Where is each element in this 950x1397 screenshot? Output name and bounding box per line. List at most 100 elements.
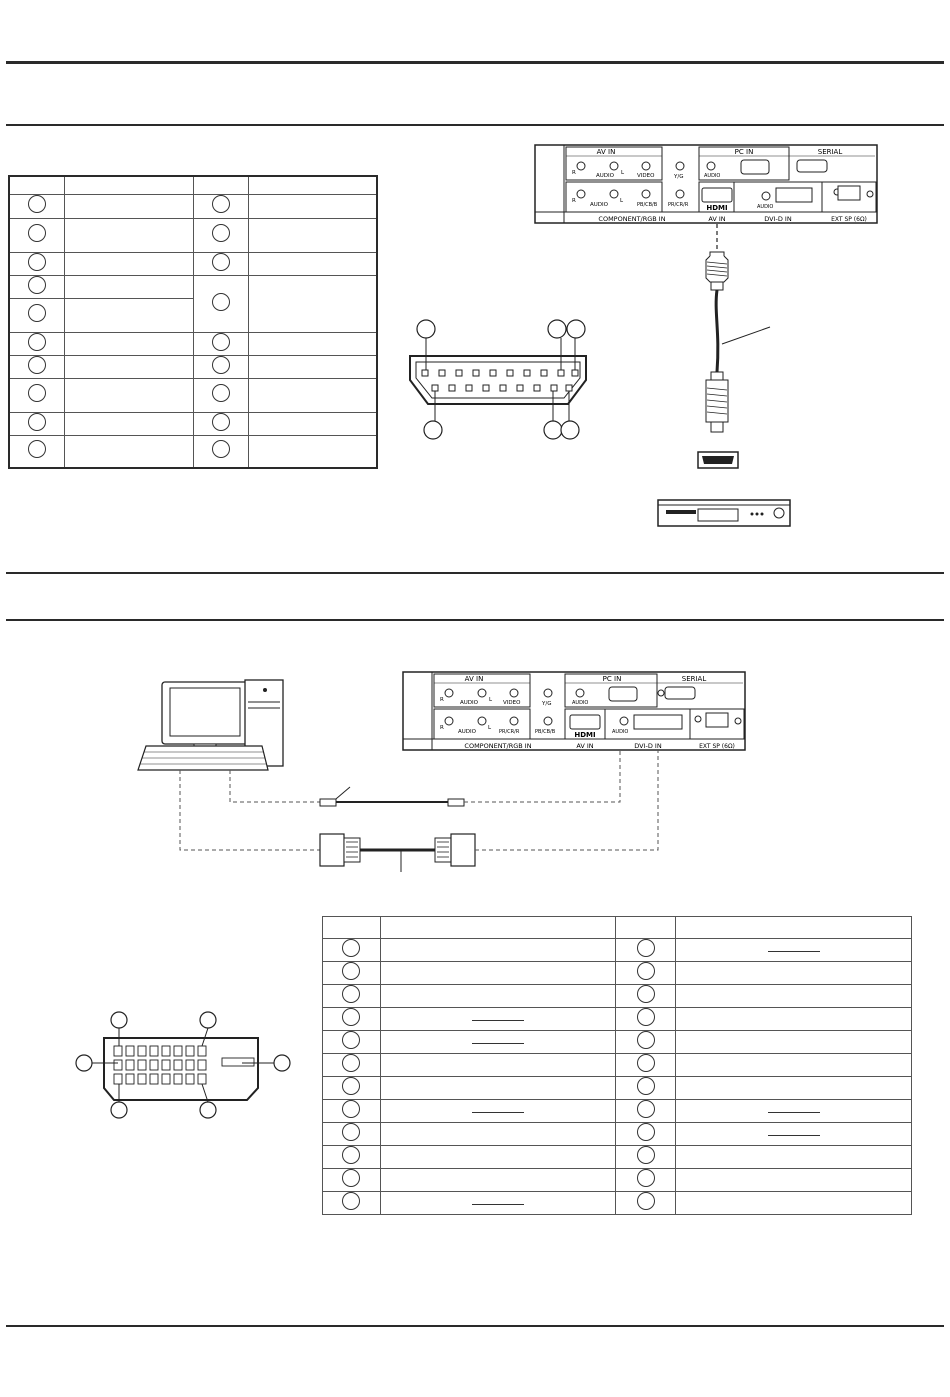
pin-number-circle — [28, 195, 47, 213]
group-label: PC IN — [603, 675, 622, 683]
dvi-table-header — [322, 916, 381, 939]
pin-number-circle — [212, 355, 231, 374]
pin-number-circle — [342, 1169, 361, 1187]
panel-bottom-label: DVI-D IN — [634, 742, 662, 750]
pin-number-circle — [636, 1031, 655, 1049]
pin-number-circle — [636, 1008, 655, 1026]
pin-number-circle — [28, 275, 47, 294]
section2-rule — [6, 619, 944, 621]
hdmi-pin-table — [8, 175, 378, 469]
pin-number-circle — [342, 1077, 361, 1095]
connector-label: R — [440, 725, 444, 731]
overline-mark — [767, 1111, 820, 1113]
overline-mark — [767, 1134, 820, 1136]
pin-number-circle — [28, 412, 47, 431]
panel-bottom-label: EXT SP (6Ω) — [831, 216, 867, 223]
pin-number-circle — [212, 384, 231, 402]
connector-label: AUDIO — [704, 173, 720, 179]
pin-number-circle — [212, 412, 231, 431]
connector-label: L — [620, 198, 624, 204]
connector-label: AUDIO — [757, 204, 773, 210]
group-label: SERIAL — [818, 148, 843, 156]
pin-number-circle — [342, 1100, 361, 1118]
pin-number-circle — [636, 1123, 655, 1141]
connector-label: AUDIO — [612, 729, 628, 735]
connector-label: PB/CB/B — [535, 729, 556, 735]
dvi-connector-pinout — [75, 1011, 291, 1119]
pin-number-circle — [342, 1192, 361, 1210]
panel-bottom-label: DVI-D IN — [764, 215, 792, 223]
overline-mark — [767, 950, 820, 952]
pin-number-circle — [28, 384, 47, 402]
connector-label: PR/CR/R — [499, 729, 520, 735]
connector-label: AUDIO — [590, 202, 609, 208]
pin-number-circle — [28, 224, 47, 242]
dvi-pin-table — [322, 916, 912, 1215]
connector-label: R — [572, 170, 576, 176]
pin-number-circle — [342, 985, 361, 1003]
connector-label: AUDIO — [458, 729, 477, 735]
pin-number-circle — [212, 440, 231, 459]
pin-number-circle — [342, 1031, 361, 1049]
pin-number-circle — [342, 962, 361, 980]
connector-label: L — [621, 170, 625, 176]
pin-number-circle — [636, 1146, 655, 1164]
pin-number-circle — [342, 1123, 361, 1141]
connector-label: Y/G — [541, 701, 551, 707]
group-label: AV IN — [465, 675, 484, 683]
connector-label: L — [488, 725, 492, 731]
pin-number-circle — [342, 1146, 361, 1164]
connector-label: R — [572, 198, 576, 204]
hdmi-cable-diagram — [657, 224, 791, 527]
pin-number-circle — [212, 252, 231, 271]
pin-number-circle — [342, 939, 361, 957]
pin-number-circle — [28, 440, 47, 459]
panel-bottom-label: AV IN — [576, 742, 593, 750]
panel-bottom-label: AV IN — [708, 215, 725, 223]
pin-number-circle — [28, 304, 47, 322]
pc-connection-diagram — [137, 679, 659, 872]
connector-label: VIDEO — [503, 700, 521, 706]
group-label: PC IN — [735, 148, 754, 156]
overline-mark — [472, 1042, 525, 1044]
overline-mark — [472, 1203, 525, 1205]
panel-bottom-label: EXT SP (6Ω) — [699, 743, 735, 750]
group-label: AV IN — [597, 148, 616, 156]
pin-number-circle — [636, 939, 655, 957]
connector-label: VIDEO — [637, 173, 655, 179]
pin-number-circle — [342, 1008, 361, 1026]
connector-label: R — [440, 697, 444, 703]
top-rule — [6, 61, 944, 64]
connector-label: Y/G — [673, 174, 683, 180]
pin-number-circle — [212, 292, 231, 311]
connector-label: AUDIO — [596, 173, 615, 179]
hdmi-logo: HDMI — [574, 731, 595, 739]
pin-number-circle — [28, 252, 47, 271]
rear-terminal-panel-bottom: AV IN PC IN SERIAL R AUDIO L VIDEO Y/G A… — [402, 671, 746, 751]
bottom-rule — [6, 1325, 944, 1327]
pin-number-circle — [636, 1054, 655, 1072]
pin-number-circle — [212, 224, 231, 242]
pin-number-circle — [636, 1077, 655, 1095]
rear-terminal-panel-top: AV IN PC IN SERIAL R AUDIO L VIDEO Y/G A… — [534, 144, 878, 224]
section1-rule — [6, 124, 944, 126]
pin-number-circle — [636, 962, 655, 980]
connector-label: AUDIO — [572, 700, 588, 706]
group-label: SERIAL — [682, 675, 707, 683]
connector-label: PR/CR/R — [668, 202, 689, 208]
pin-number-circle — [212, 332, 231, 351]
hdmi-table-header — [8, 175, 66, 195]
hdmi-connector-pinout — [409, 319, 587, 440]
panel-bottom-label: COMPONENT/RGB IN — [598, 215, 665, 223]
panel-bottom-label: COMPONENT/RGB IN — [464, 742, 531, 750]
pin-number-circle — [636, 1169, 655, 1187]
pin-number-circle — [212, 195, 231, 213]
hdmi-logo: HDMI — [706, 204, 727, 212]
pin-number-circle — [28, 355, 47, 374]
connector-label: AUDIO — [460, 700, 479, 706]
connector-label: L — [489, 697, 493, 703]
pin-number-circle — [636, 1192, 655, 1210]
overline-mark — [472, 1019, 525, 1021]
pin-number-circle — [342, 1054, 361, 1072]
connector-label: PB/CB/B — [637, 202, 658, 208]
